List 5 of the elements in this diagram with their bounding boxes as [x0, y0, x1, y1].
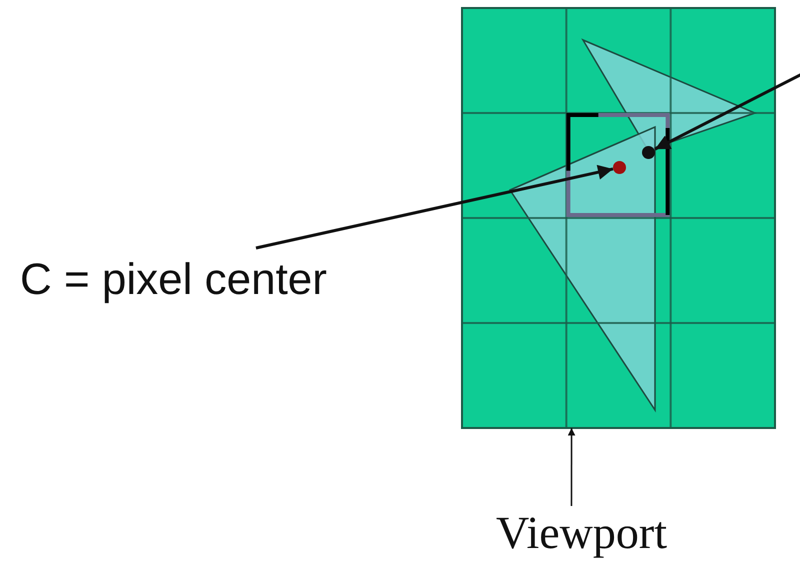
leader-line — [654, 72, 800, 151]
leader-line — [256, 164, 614, 250]
callout-label: C = pixel center — [20, 258, 328, 302]
arrow — [568, 428, 576, 506]
callout-label: Viewport — [496, 510, 668, 556]
